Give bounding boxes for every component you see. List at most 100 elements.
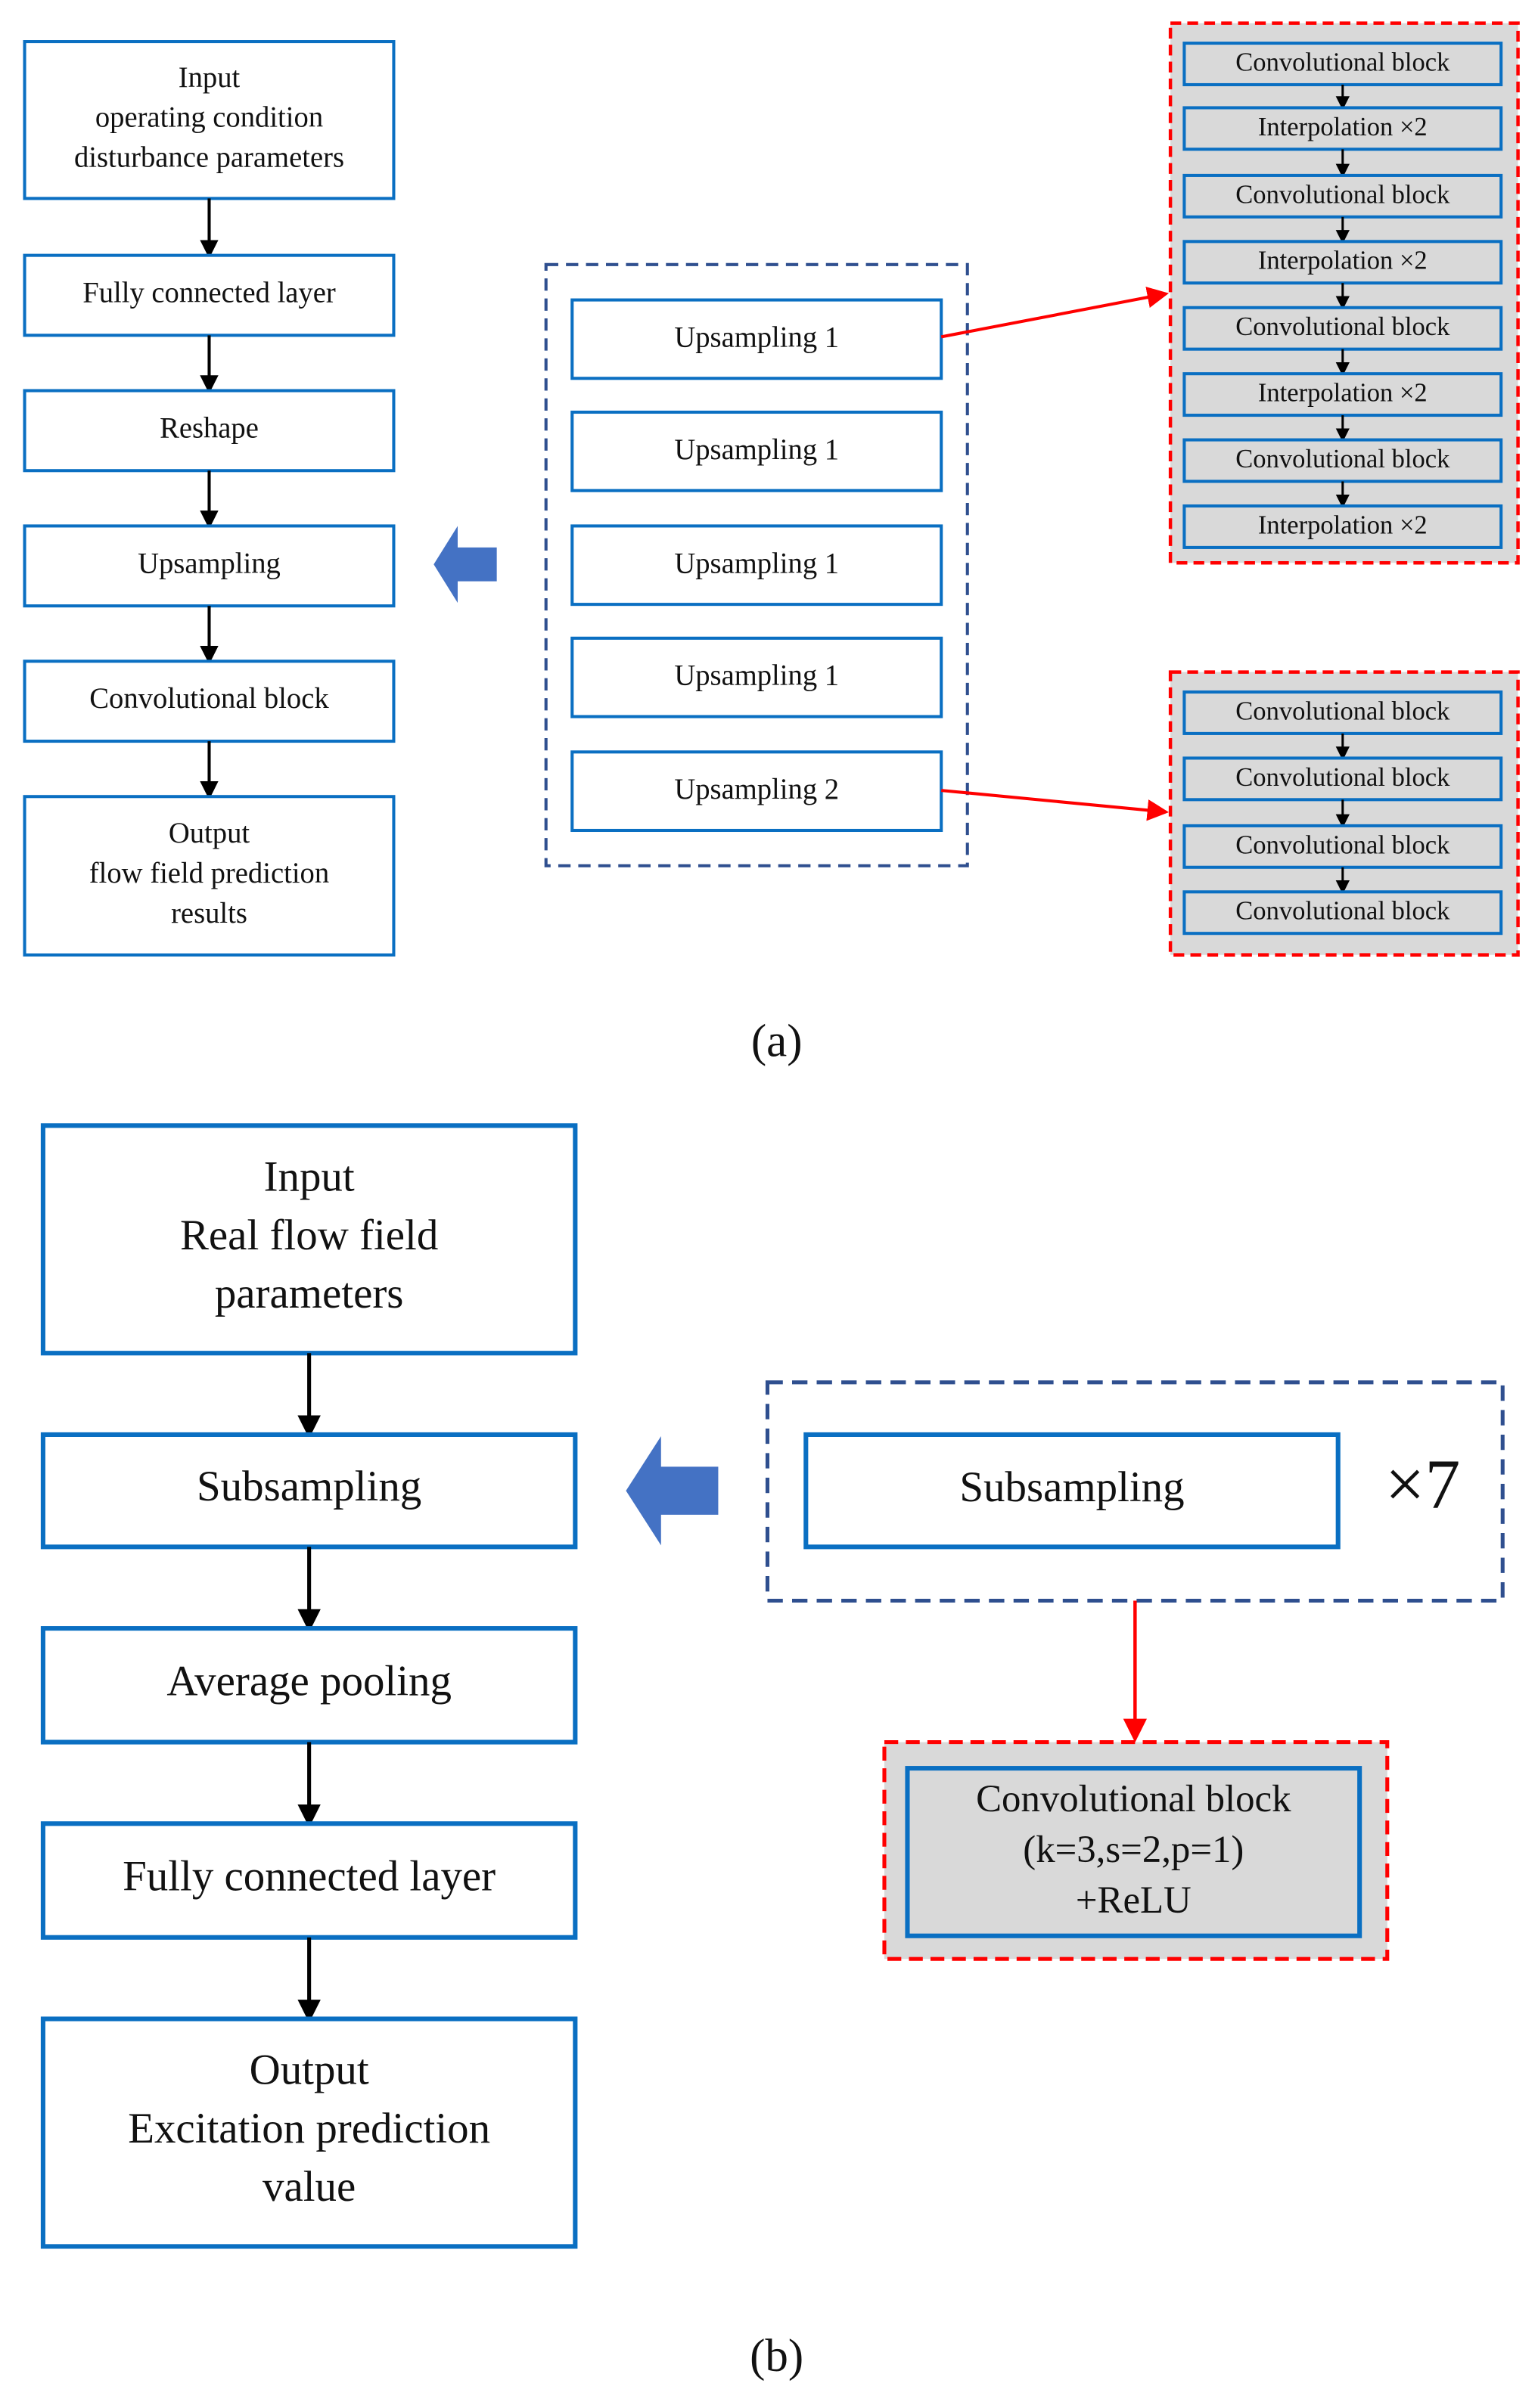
label-line: Input <box>179 62 241 94</box>
box-border <box>803 1432 1341 1550</box>
label-line: Convolutional block <box>89 683 329 715</box>
detail-step-label: Interpolation ×2 <box>1258 379 1428 408</box>
subsampling-detail: Convolutional block (k=3,s=2,p=1) +ReLU <box>882 1740 1390 1961</box>
average-pooling-box: Average pooling <box>40 1626 578 1745</box>
box-border <box>40 1821 578 1940</box>
box-border <box>1182 504 1503 549</box>
label-line: parameters <box>215 1270 404 1317</box>
subsampling-stage-box: Subsampling <box>803 1432 1341 1550</box>
label-line: Input <box>264 1153 355 1201</box>
detail-step-box: Convolutional block <box>1182 173 1503 219</box>
detail-step-label: Convolutional block <box>1235 445 1450 473</box>
detail-step-box: Convolutional block <box>1182 42 1503 87</box>
box-border <box>1182 690 1503 735</box>
label-line: results <box>171 898 247 929</box>
output-box: Output flow field prediction results <box>23 795 396 957</box>
box-border <box>40 1123 578 1356</box>
label-line: (k=3,s=2,p=1) <box>1023 1828 1244 1870</box>
box-border <box>570 298 943 380</box>
detail-label: Convolutional block (k=3,s=2,p=1) +ReLU <box>976 1777 1291 1920</box>
upsampling-stage-label: Upsampling 1 <box>674 321 839 353</box>
label-line: Reshape <box>160 412 259 444</box>
box-border <box>1182 438 1503 483</box>
box-border <box>570 636 943 718</box>
label-line: Subsampling <box>197 1463 421 1510</box>
detail-step-box: Interpolation ×2 <box>1182 106 1503 151</box>
upsampling-box: Upsampling <box>23 524 396 608</box>
label-line: Upsampling <box>138 548 281 579</box>
box-border <box>1182 756 1503 802</box>
box-border <box>23 795 396 957</box>
reshape-box: Reshape <box>23 389 396 473</box>
label-line: Fully connected layer <box>123 1853 496 1901</box>
box-border <box>23 40 396 200</box>
left-block-arrow-icon <box>433 526 497 604</box>
upsampling-stage-label: Upsampling 1 <box>674 660 839 692</box>
box-label: Average pooling <box>166 1657 452 1705</box>
label-line: Average pooling <box>166 1657 452 1705</box>
label-line: Convolutional block <box>976 1777 1291 1819</box>
box-border <box>1182 42 1503 87</box>
convolutional-block-box: Convolutional block <box>23 659 396 743</box>
box-label: Reshape <box>160 412 259 444</box>
box-border <box>1182 372 1503 417</box>
label-line: Upsampling 1 <box>674 660 839 692</box>
label-line: Output <box>169 818 250 849</box>
detail-step-label: Convolutional block <box>1235 763 1450 792</box>
subsampling-stage-label: Subsampling <box>959 1463 1184 1511</box>
label-line: Excitation prediction <box>128 2105 490 2152</box>
box-border <box>1182 306 1503 351</box>
subsampling-box: Subsampling <box>40 1432 578 1550</box>
upsampling-group: Upsampling 1 Upsampling 1 Upsampling 1 Upsa… <box>544 262 969 867</box>
box-border <box>23 389 396 473</box>
repeat-multiplier: ×7 <box>1385 1446 1460 1524</box>
detail-step-label: Convolutional block <box>1235 180 1450 209</box>
panel-b-caption: (b) <box>750 2331 803 2382</box>
detail-step-label: Convolutional block <box>1235 697 1450 725</box>
upsampling-stage-label: Upsampling 1 <box>674 434 839 466</box>
box-label: Fully connected layer <box>123 1853 496 1901</box>
detail-step-box: Interpolation ×2 <box>1182 240 1503 285</box>
detail-step-box: Convolutional block <box>1182 824 1503 869</box>
detail-step-box: Convolutional block <box>1182 690 1503 735</box>
label-line: Real flow field <box>180 1212 438 1259</box>
detail-step-box: Convolutional block <box>1182 756 1503 802</box>
label-line: Upsampling 2 <box>674 774 839 805</box>
box-border <box>570 410 943 492</box>
label-line: Fully connected layer <box>82 277 336 309</box>
detail-step-label: Convolutional block <box>1235 312 1450 341</box>
convolutional-block-detail-box: Convolutional block (k=3,s=2,p=1) +ReLU <box>905 1766 1362 1938</box>
box-border <box>1182 890 1503 936</box>
detail-step-label: Interpolation ×2 <box>1258 247 1428 275</box>
label-line: +ReLU <box>1076 1879 1192 1921</box>
subsampling-repeat-group: Subsampling ×7 <box>765 1380 1505 1603</box>
label-line: Upsampling 1 <box>674 548 839 579</box>
upsampling-stage-box: Upsampling 1 <box>570 636 943 718</box>
upsampling-stage-box: Upsampling 1 <box>570 524 943 607</box>
red-arrow-upsampling-1-detail <box>940 287 1170 339</box>
red-arrow-upsampling-2-detail <box>941 789 1170 821</box>
left-block-arrow-icon <box>626 1435 719 1546</box>
detail-step-box: Interpolation ×2 <box>1182 372 1503 417</box>
box-border <box>570 750 943 833</box>
upsampling-stage-label: Upsampling 1 <box>674 548 839 579</box>
box-border <box>23 659 396 743</box>
box-label: Output flow field prediction results <box>89 818 329 929</box>
detail-step-label: Convolutional block <box>1235 897 1450 926</box>
upsampling-group-dashed-border <box>544 262 969 867</box>
box-border <box>23 524 396 608</box>
upsampling-stage-box: Upsampling 1 <box>570 298 943 380</box>
detail-step-box: Interpolation ×2 <box>1182 504 1503 549</box>
label-line: flow field prediction <box>89 858 329 889</box>
label-line: Output <box>250 2046 369 2094</box>
box-border <box>570 524 943 607</box>
label-line: disturbance parameters <box>74 141 344 173</box>
box-label: Upsampling <box>138 548 281 579</box>
